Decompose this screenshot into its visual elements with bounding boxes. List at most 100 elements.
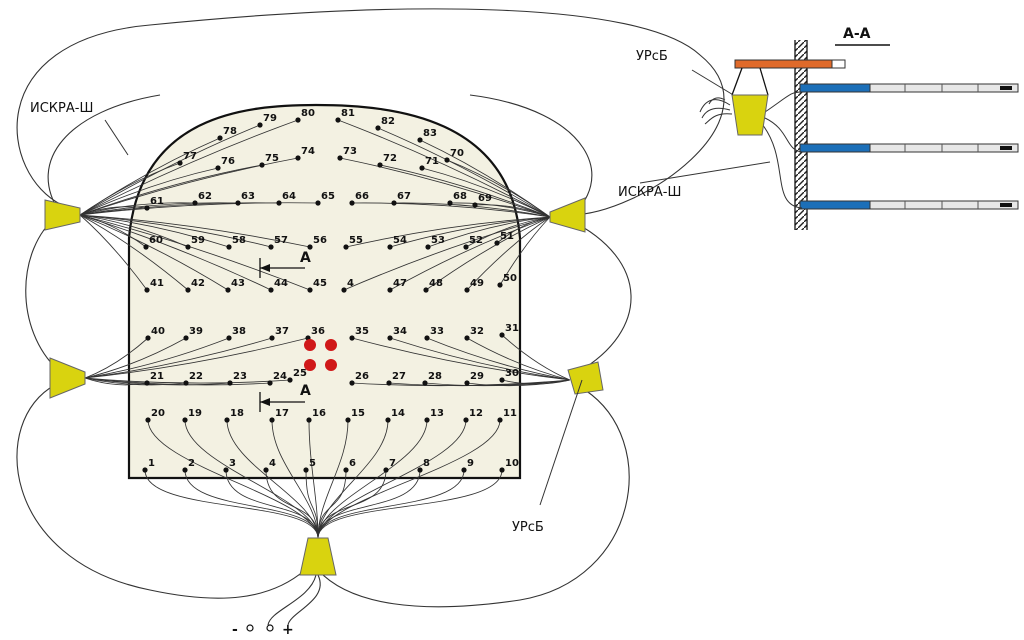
wire [389, 216, 551, 291]
connector-blocks [44, 197, 604, 576]
blast-hole [257, 122, 263, 128]
section-label-lower: А [300, 383, 311, 399]
hole-number: 61 [150, 196, 164, 207]
wire [79, 137, 221, 216]
hole-number: 7 [389, 458, 396, 469]
hole-number: 77 [183, 151, 197, 162]
blast-hole [417, 137, 423, 143]
hole-number: 21 [150, 371, 164, 382]
wire [79, 202, 239, 216]
blast-hole [215, 165, 221, 171]
blast-hole [497, 282, 503, 288]
blast-hole [425, 244, 431, 250]
hole-number: 25 [293, 368, 307, 379]
wire [79, 157, 299, 216]
blast-hole [226, 244, 232, 250]
hole-number: 70 [450, 148, 464, 159]
blast-hole [295, 117, 301, 123]
blast-hole [295, 155, 301, 161]
hole-number: 10 [505, 458, 519, 469]
wire [84, 377, 187, 386]
hole-number: 6 [349, 458, 356, 469]
wire [379, 164, 551, 218]
blast-hole [423, 287, 429, 293]
wire [79, 214, 311, 291]
hole-number: 79 [263, 113, 277, 124]
wire [84, 337, 273, 379]
blast-hole [217, 135, 223, 141]
blast-hole [185, 244, 191, 250]
blast-hole [472, 202, 478, 208]
hole-number: 37 [275, 326, 289, 337]
wire [501, 334, 571, 381]
hole-number: 30 [505, 368, 519, 379]
wire [79, 202, 196, 216]
hole-number: 9 [467, 458, 474, 469]
wire [499, 216, 551, 286]
wire [421, 167, 551, 218]
blast-hole [349, 200, 355, 206]
blast-hole [268, 287, 274, 293]
blast-hole [226, 335, 232, 341]
wire [184, 469, 319, 539]
hole-number: 44 [274, 278, 288, 289]
blast-hole [142, 467, 148, 473]
wire [84, 377, 271, 386]
hole-number: 47 [393, 278, 407, 289]
hole-number: 39 [189, 326, 203, 337]
hole-number: 18 [230, 408, 244, 419]
compensation-holes [304, 339, 337, 371]
wire [466, 216, 551, 291]
hole-number: 53 [431, 235, 445, 246]
hole-number: 65 [321, 191, 335, 202]
wire [449, 202, 551, 218]
hole-number: 75 [265, 153, 279, 164]
blast-hole [422, 380, 428, 386]
section-hole [799, 143, 1019, 153]
wire [317, 419, 428, 539]
blast-hole [307, 244, 313, 250]
wire [79, 214, 189, 248]
hole-number: 72 [383, 153, 397, 164]
blast-hole [183, 335, 189, 341]
hole-number: 58 [232, 235, 246, 246]
wire [389, 216, 551, 248]
hole-number: 71 [425, 156, 439, 167]
blast-hole [387, 244, 393, 250]
blast-hole [267, 380, 273, 386]
wire [84, 337, 149, 379]
wire [389, 337, 571, 381]
compensation-hole [304, 339, 316, 351]
hole-number: 78 [223, 126, 237, 137]
blast-hole [315, 200, 321, 206]
wire [79, 202, 319, 216]
wire [84, 337, 230, 379]
hole-number: 14 [391, 408, 405, 419]
wire [426, 337, 571, 381]
wire [337, 119, 551, 218]
section-marker-upper: А [259, 250, 311, 278]
hole-number: 69 [478, 193, 492, 204]
wire [317, 419, 467, 539]
power-terminals: - + [232, 622, 294, 638]
plus-sign: + [282, 622, 294, 638]
hole-number: 51 [500, 231, 514, 242]
stemming-plank [734, 59, 846, 69]
wire [317, 469, 503, 539]
blast-hole [144, 380, 150, 386]
hole-number: 73 [343, 146, 357, 157]
wire [79, 214, 189, 291]
hole-number: 66 [355, 191, 369, 202]
wire [345, 216, 551, 248]
section-connector [731, 94, 769, 136]
hole-number: 64 [282, 191, 296, 202]
blast-hole [461, 467, 467, 473]
hole-number: 68 [453, 191, 467, 202]
blast-hole [375, 125, 381, 131]
terminal-minus [246, 624, 254, 632]
blast-hole [144, 205, 150, 211]
wire [351, 202, 551, 218]
connector-lower-left [49, 357, 86, 399]
hole-number: 15 [351, 408, 365, 419]
hole-number: 38 [232, 326, 246, 337]
